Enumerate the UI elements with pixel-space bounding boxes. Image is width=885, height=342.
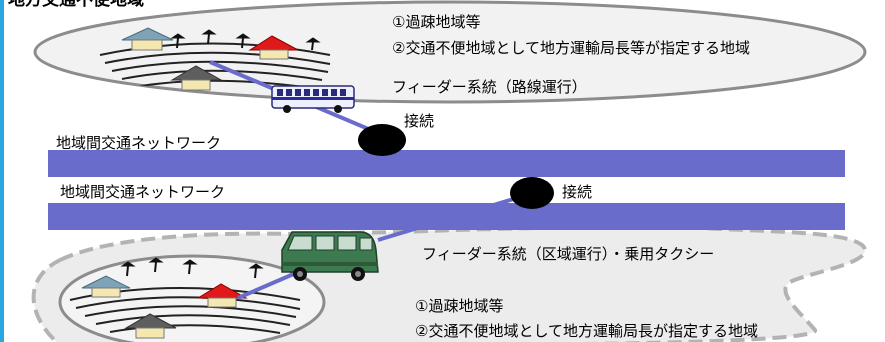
lower-area (31, 225, 867, 342)
accent-bar (0, 0, 4, 342)
house-icon (121, 27, 174, 51)
house-icon (124, 313, 177, 339)
upper-trees (170, 29, 321, 51)
heading-fragment: 地方交通不便地域 (8, 0, 144, 10)
connection-label-lower: 接続 (562, 183, 593, 201)
network-band-lower (48, 203, 845, 230)
bus-icon (271, 85, 355, 113)
feeder-route-label: フィーダー系統（路線運行） (392, 78, 587, 96)
network-band-upper (48, 150, 845, 177)
connection-label-upper: 接続 (404, 112, 435, 130)
upper-area-line2: ②交通不便地域として地方運輸局長等が指定する地域 (392, 39, 750, 57)
lower-area-line2: ②交通不便地域として地方運輸局長が指定する地域 (415, 322, 758, 340)
lower-area-line1: ①過疎地域等 (415, 297, 504, 315)
lower-trees (120, 257, 264, 279)
house-icon (170, 65, 223, 91)
upper-area-line1: ①過疎地域等 (392, 13, 481, 31)
junction-icon (510, 177, 554, 209)
van-icon (281, 231, 379, 281)
network-label-upper: 地域間交通ネットワーク (56, 134, 222, 152)
network-label-lower: 地域間交通ネットワーク (60, 183, 226, 201)
junction-icon (358, 124, 406, 156)
house-icon (248, 35, 299, 60)
house-icon (81, 275, 131, 298)
house-icon (196, 283, 248, 308)
feeder-zone-label: フィーダー系統（区域運行）・乗用タクシー (422, 245, 715, 263)
upper-field-icon (99, 42, 331, 89)
